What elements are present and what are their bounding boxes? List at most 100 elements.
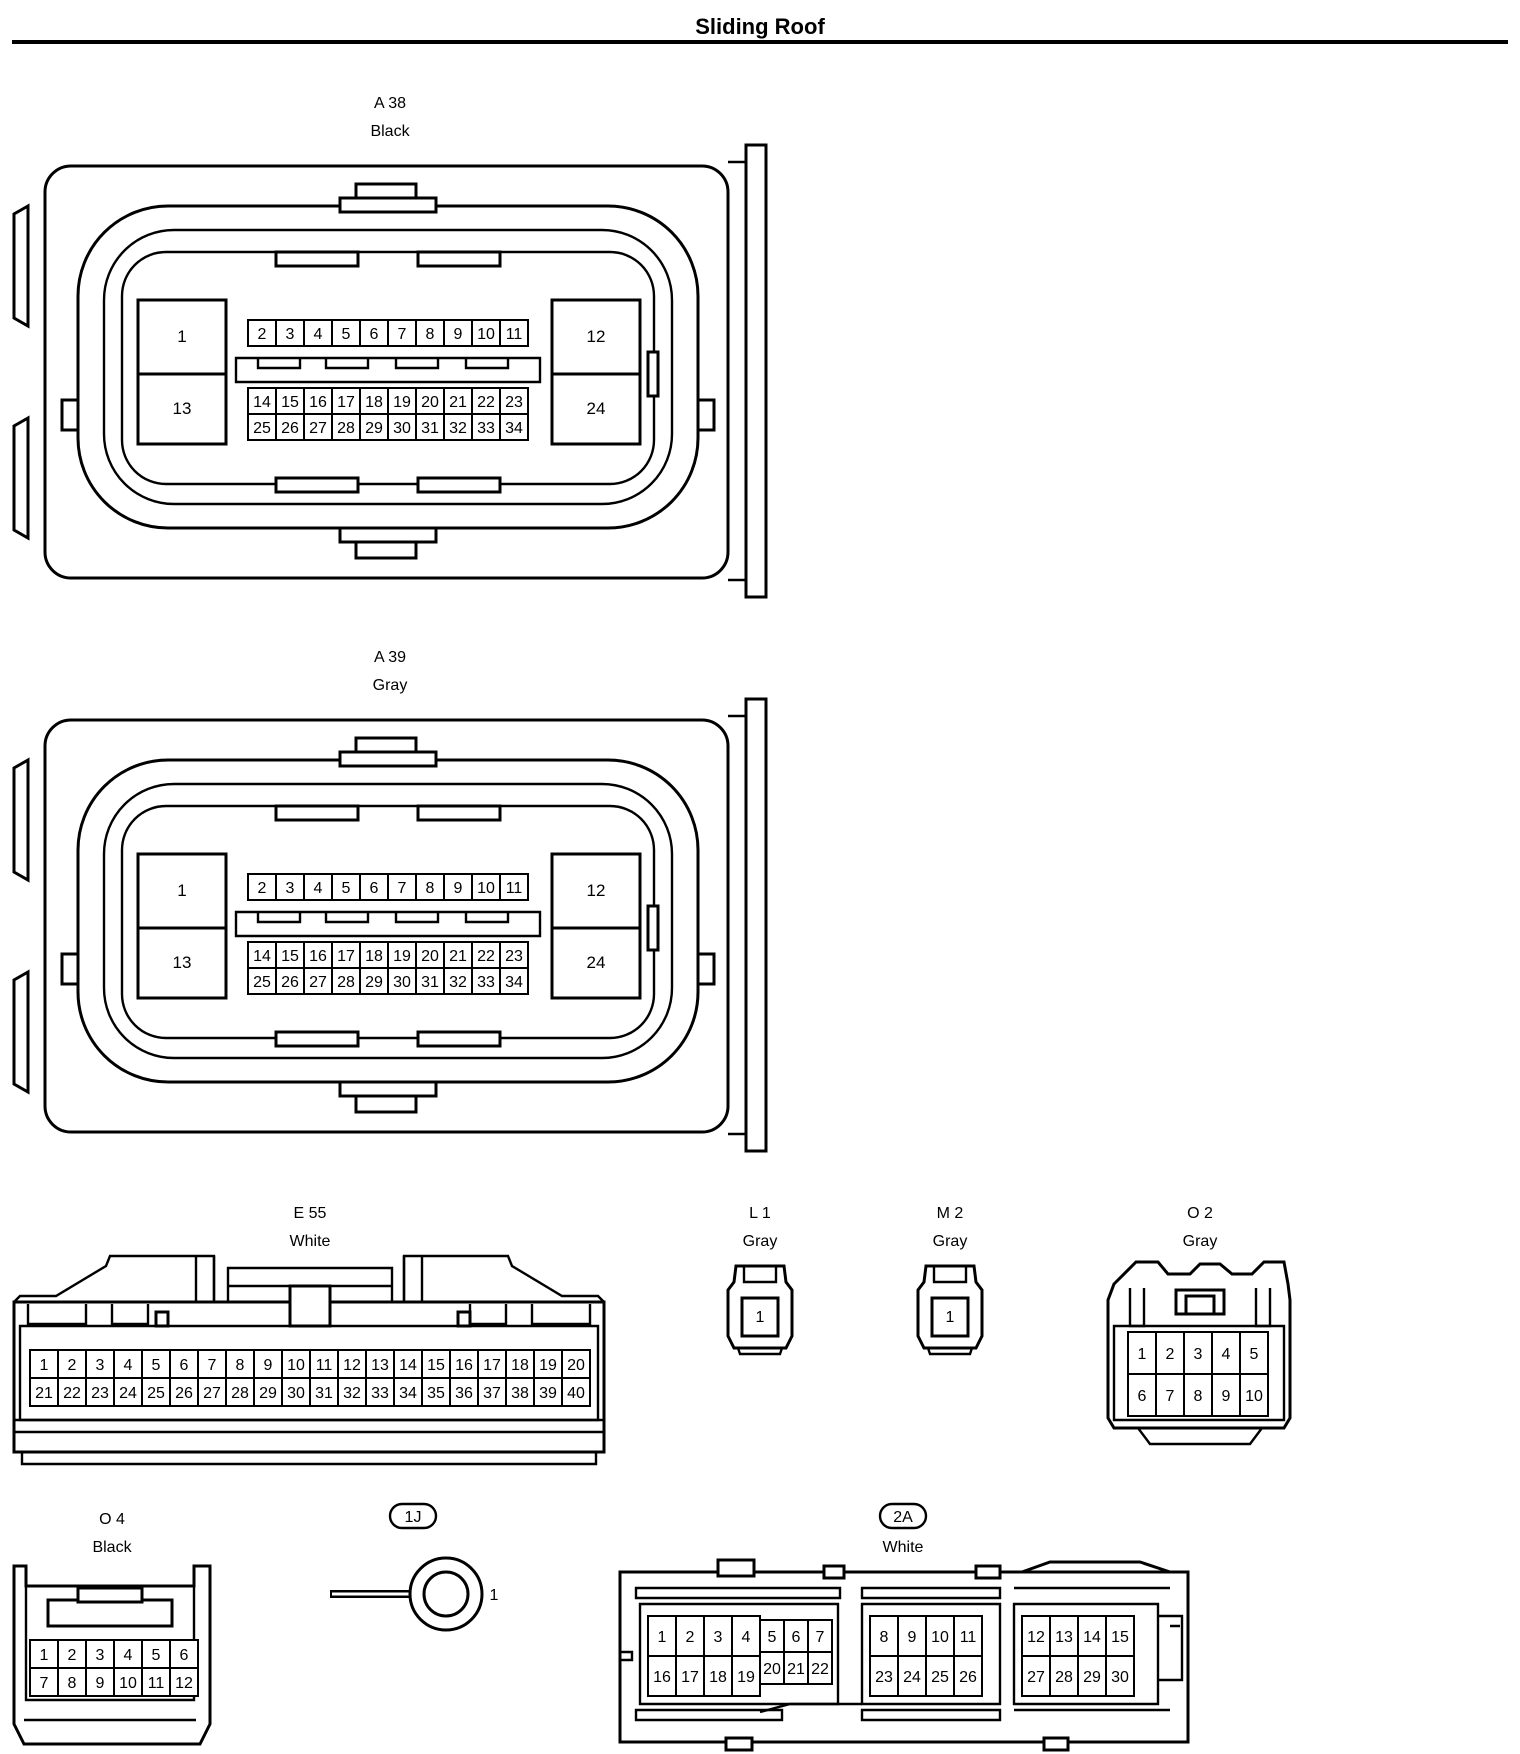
a38-pin-cell <box>275 387 305 415</box>
o4-pin-6: 6 <box>180 1647 189 1664</box>
connector-a38: A 38 Black <box>12 95 768 599</box>
a38-pin-12: 12 <box>587 327 606 346</box>
a38-pin-cell <box>359 319 389 347</box>
a2-pin-27: 27 <box>1027 1669 1045 1686</box>
o4-pin-cell <box>169 1667 199 1697</box>
a2-pin-14: 14 <box>1083 1629 1101 1646</box>
a39-pin-20: 20 <box>421 948 439 965</box>
l1-color: Gray <box>743 1233 778 1250</box>
a38-pin-16: 16 <box>309 394 327 411</box>
e55-pin-18: 18 <box>511 1357 529 1374</box>
a39-pin-9: 9 <box>454 880 463 897</box>
o4-pin-cell <box>29 1667 59 1697</box>
a39-pin-cell <box>387 873 417 901</box>
e55-pin-12: 12 <box>343 1357 361 1374</box>
a38-pin-cell <box>387 413 417 441</box>
e55-code: E 55 <box>294 1205 327 1222</box>
a2-pin-21: 21 <box>787 1661 805 1678</box>
a2-pin-8: 8 <box>880 1629 889 1646</box>
e55-pin-20: 20 <box>567 1357 585 1374</box>
o2-pin-7: 7 <box>1166 1388 1175 1405</box>
o2-pin-10: 10 <box>1245 1388 1263 1405</box>
o4-pin-7: 7 <box>40 1675 49 1692</box>
o4-pin-2: 2 <box>68 1647 77 1664</box>
connector-a39: A 39 Gray <box>12 649 768 1153</box>
m2-color: Gray <box>933 1233 968 1250</box>
a39-large-pins: 1 13 12 24 <box>136 852 642 1000</box>
o2-pin-cell <box>1127 1331 1157 1375</box>
e55-pin-21: 21 <box>35 1385 53 1402</box>
e55-pin-30: 30 <box>287 1385 305 1402</box>
a39-pin-15: 15 <box>281 948 299 965</box>
e55-pin-38: 38 <box>511 1385 529 1402</box>
o2-pin-6: 6 <box>1138 1388 1147 1405</box>
e55-pin-24: 24 <box>119 1385 137 1402</box>
a39-pin-cell <box>443 873 473 901</box>
e55-pin-26: 26 <box>175 1385 193 1402</box>
e55-pin-36: 36 <box>455 1385 473 1402</box>
o4-pin-5: 5 <box>152 1647 161 1664</box>
e55-pin-15: 15 <box>427 1357 445 1374</box>
a2-pin-9: 9 <box>908 1629 917 1646</box>
a39-pin-1: 1 <box>177 881 186 900</box>
e55-pin-cell <box>449 1377 479 1407</box>
a38-pin-5: 5 <box>342 326 351 343</box>
a39-pin-7: 7 <box>398 880 407 897</box>
a38-pin-32: 32 <box>449 420 467 437</box>
a2-pin-cell <box>783 1651 809 1685</box>
a38-large-pins: 1 13 12 24 <box>136 298 642 446</box>
e55-pin-6: 6 <box>180 1357 189 1374</box>
a2-pin-24: 24 <box>903 1669 921 1686</box>
o4-pin-12: 12 <box>175 1675 193 1692</box>
a38-pin-cell <box>331 319 361 347</box>
o2-pin-cell <box>1239 1373 1269 1417</box>
o4-pin-cell <box>169 1639 199 1669</box>
a2-pin-25: 25 <box>931 1669 949 1686</box>
1j-code-badge <box>388 1502 438 1530</box>
a38-pin-7: 7 <box>398 326 407 343</box>
a2-pin-23: 23 <box>875 1669 893 1686</box>
e55-pin-27: 27 <box>203 1385 221 1402</box>
o2-pin-cell <box>1127 1373 1157 1417</box>
a39-pin-26: 26 <box>281 974 299 991</box>
o4-pin-4: 4 <box>124 1647 133 1664</box>
e55-pin-7: 7 <box>208 1357 217 1374</box>
e55-pin-3: 3 <box>96 1357 105 1374</box>
o2-pin-4: 4 <box>1222 1346 1231 1363</box>
a38-pin-cell <box>443 319 473 347</box>
e55-pin-19: 19 <box>539 1357 557 1374</box>
m2-code: M 2 <box>937 1205 964 1222</box>
a2-pin-19: 19 <box>737 1669 755 1686</box>
a2-pin-11: 11 <box>960 1629 977 1646</box>
a39-pin-23: 23 <box>505 948 523 965</box>
a38-pin-30: 30 <box>393 420 411 437</box>
a39-pin-14: 14 <box>253 948 271 965</box>
m2-pin-1: 1 <box>946 1309 955 1326</box>
e55-pin-28: 28 <box>231 1385 249 1402</box>
e55-color: White <box>290 1233 331 1250</box>
a38-pin-21: 21 <box>449 394 467 411</box>
o4-pin-3: 3 <box>96 1647 105 1664</box>
a2-pin-16: 16 <box>653 1669 671 1686</box>
a38-pin-cell <box>499 319 529 347</box>
a38-pin-22: 22 <box>477 394 495 411</box>
a38-pin-20: 20 <box>421 394 439 411</box>
e55-pin-cell <box>533 1377 563 1407</box>
a38-pin-34: 34 <box>505 420 523 437</box>
a38-pin-6: 6 <box>370 326 379 343</box>
a39-pin-34: 34 <box>505 974 523 991</box>
m2-housing <box>916 1264 984 1356</box>
a2-pin-cell <box>897 1655 927 1697</box>
a2-pin-7: 7 <box>816 1629 825 1646</box>
a38-pin-11: 11 <box>506 326 523 343</box>
e55-pin-cell <box>113 1377 143 1407</box>
a39-pin-11: 11 <box>506 880 523 897</box>
a39-pin-31: 31 <box>421 974 439 991</box>
a38-pin-10: 10 <box>477 326 495 343</box>
a2-pin-20: 20 <box>763 1661 781 1678</box>
